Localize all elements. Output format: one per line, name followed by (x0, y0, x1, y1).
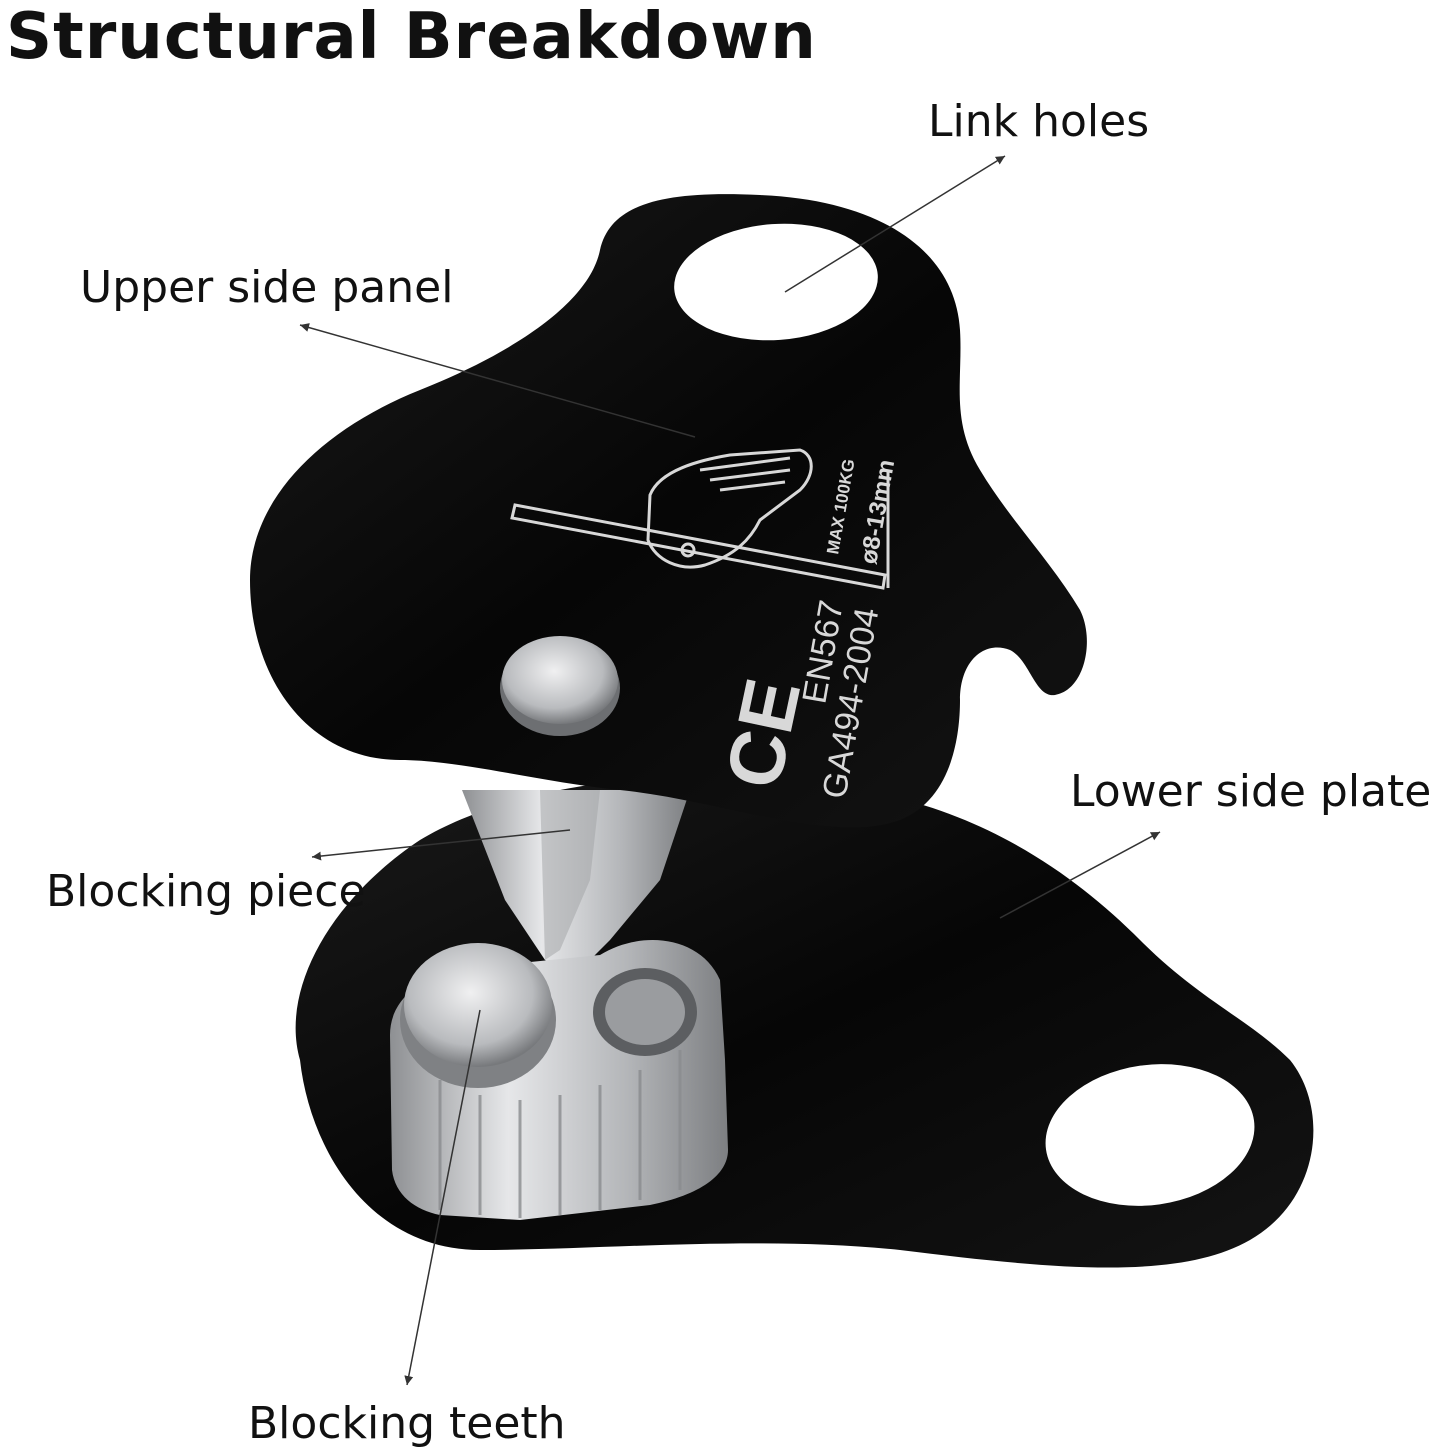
engraved-usage-illustration (510, 448, 890, 590)
diagram-title: Structural Breakdown (6, 0, 817, 74)
label-blocking-teeth: Blocking teeth (248, 1398, 566, 1449)
label-upper-side-panel: Upper side panel (80, 262, 454, 313)
upper-side-panel (250, 194, 1087, 828)
label-lower-side-plate: Lower side plate (1070, 766, 1432, 817)
label-link-holes: Link holes (928, 96, 1150, 147)
label-blocking-piece: Blocking piece (46, 866, 366, 917)
lower-link-hole (1045, 1064, 1255, 1206)
leader-blocking-piece (311, 829, 571, 861)
leader-link-holes (784, 155, 1006, 293)
upper-link-hole (674, 223, 878, 341)
leader-lower-plate (999, 831, 1161, 919)
leader-blocking-teeth (404, 1009, 481, 1386)
leader-upper-panel (299, 323, 696, 438)
